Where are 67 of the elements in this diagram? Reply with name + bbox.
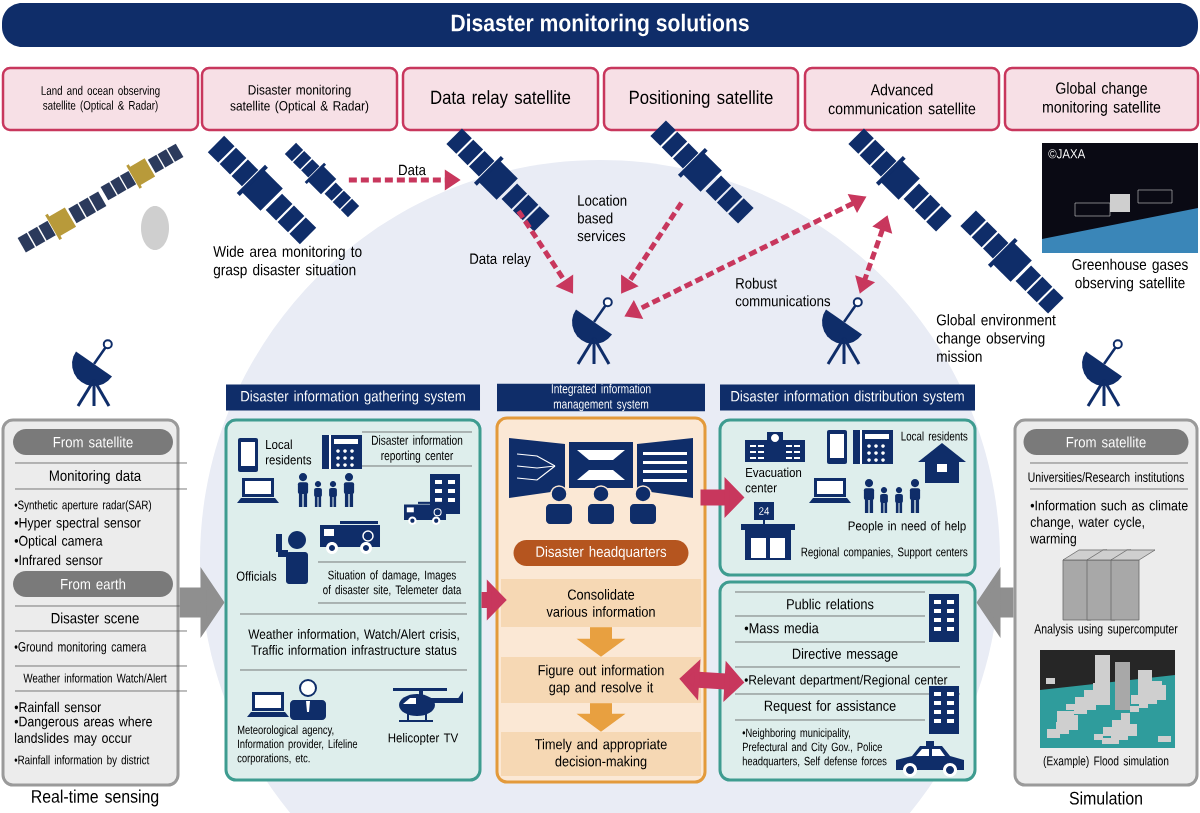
edge-label: Location based services <box>577 194 627 242</box>
list-item: •Mass media <box>744 622 819 634</box>
edge-label: Data <box>399 164 426 176</box>
satellite-icon <box>446 128 550 232</box>
list-item: •Dangerous areas where landslides may occur <box>14 716 152 746</box>
icon-caption: Local residents <box>901 431 968 441</box>
credit-text: ©JAXA <box>1048 149 1086 159</box>
sign-text: 24 <box>759 507 770 515</box>
row-heading: Monitoring data <box>49 470 142 484</box>
icon-caption: People in need of help <box>848 520 966 534</box>
caption-text: Wide area monitoring to grasp disaster situation <box>213 245 362 279</box>
list-item: •Ground monitoring camera <box>14 641 147 655</box>
row-heading: Universities/Research institutions <box>1028 472 1184 482</box>
edge-label: Data relay <box>470 253 531 267</box>
title-band: Integrated information management system <box>497 383 705 412</box>
satellite-icon <box>650 120 754 224</box>
icon-caption: Situation of damage, Images of disaster site, Telemeter data <box>323 570 462 596</box>
icon-caption: Helicopter TV <box>388 732 459 746</box>
satellite-icon <box>960 210 1064 314</box>
caption-text: Greenhouse gases observing satellite <box>1072 258 1188 292</box>
icon-caption: Local residents <box>265 439 312 465</box>
list-item: •Infrared sensor <box>14 554 103 566</box>
step-band: Figure out information gap and resolve it <box>501 657 701 703</box>
list-item: •Hyper spectral sensor <box>14 517 141 531</box>
step-band: Consolidate various information <box>501 579 701 627</box>
image-caption: Analysis using supercomputer <box>1034 623 1178 637</box>
row-heading: Disaster scene <box>51 612 139 624</box>
list-item: •Optical camera <box>14 535 103 549</box>
category-pill: From earth <box>13 571 173 597</box>
dish-antenna-icon <box>572 297 613 365</box>
list-item: •Neighboring municipality, Prefectural and City Gov., Police headquarters, Self defense forces <box>742 728 887 768</box>
headquarters-pill: Disaster headquarters <box>513 540 689 566</box>
list-item: •Rainfall sensor <box>14 701 102 713</box>
list-item: •Synthetic aperture radar(SAR) <box>14 500 152 512</box>
image-caption: (Example) Flood simulation <box>1043 755 1169 769</box>
row-heading: Weather information Watch/Alert <box>23 673 167 683</box>
info-text: Weather information, Watch/Alert crisis, Traffic information infrastructure status <box>248 629 459 655</box>
satellite-icon <box>207 135 317 245</box>
header-box: Land and ocean observing satellite (Optical & Radar) <box>1 66 200 132</box>
edge-label: Robust communications <box>735 277 831 307</box>
icon-caption: Evacuation center <box>745 467 802 493</box>
header-box: Disaster monitoring satellite (Optical & Radar) <box>200 66 399 132</box>
title-band: Disaster information distribution system <box>720 384 975 411</box>
panel-caption: Real-time sensing <box>32 789 159 807</box>
row-heading: Request for assistance <box>764 700 896 714</box>
header-box: Advanced communication satellite <box>803 66 1001 132</box>
list-item: •Relevant department/Regional center <box>744 674 948 688</box>
list-item: •Rainfall information by district <box>14 755 150 767</box>
icon-caption: Regional companies, Support centers <box>801 547 968 559</box>
row-heading: Public relations <box>787 598 874 610</box>
dish-antenna-icon <box>1082 339 1123 407</box>
header-box: Positioning satellite <box>602 66 800 132</box>
title-band: Disaster information gathering system <box>226 384 480 411</box>
step-band: Timely and appropriate decision-making <box>501 732 701 776</box>
caption-text: Global environment change observing mission <box>936 314 1056 362</box>
panel-caption: Simulation <box>1069 791 1142 805</box>
row-heading: Directive message <box>792 648 898 662</box>
icon-caption: Disaster information reporting center <box>372 435 463 463</box>
header-box: Global change monitoring satellite <box>1003 66 1200 132</box>
satellite-icon <box>848 128 952 232</box>
icon-caption: Meteorological agency, Information provider, Lifeline corporations, etc. <box>237 725 358 765</box>
list-item: •Information such as climate change, water cycle, warming <box>1030 500 1188 547</box>
title-banner: Disaster monitoring solutions <box>2 3 1198 47</box>
dish-antenna-icon <box>72 339 113 407</box>
satellite-icon <box>284 142 360 218</box>
icon-caption: Officials <box>236 571 277 581</box>
header-box: Data relay satellite <box>401 66 600 132</box>
